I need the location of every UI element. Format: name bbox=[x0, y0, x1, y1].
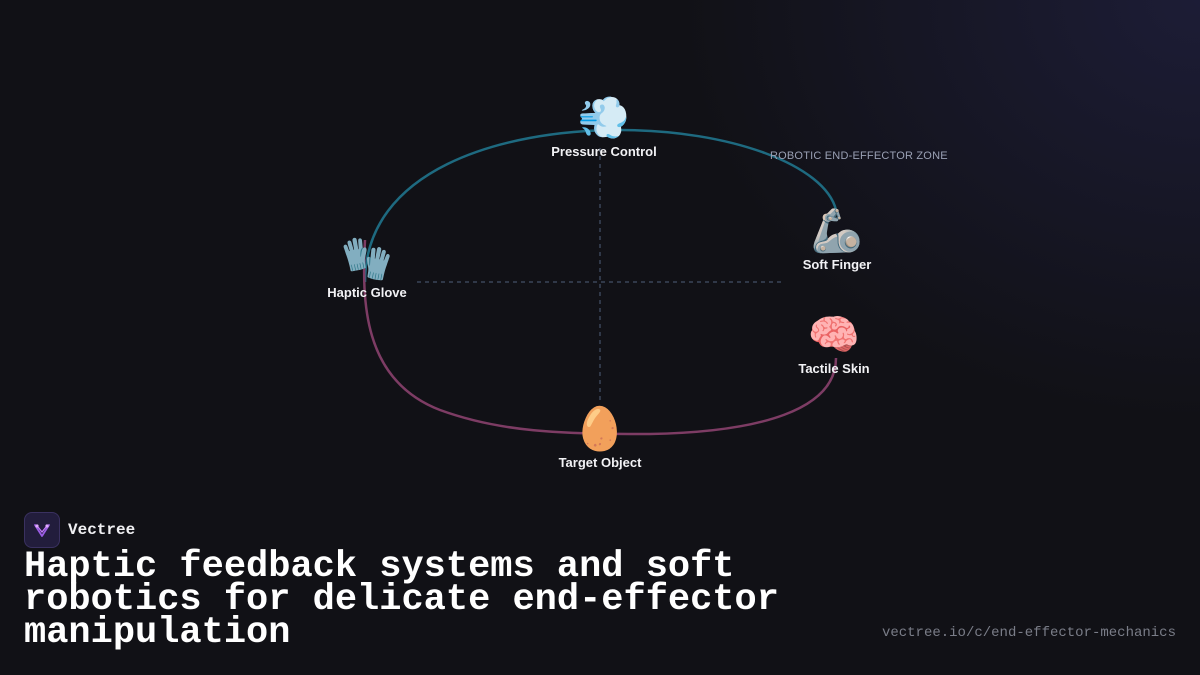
lower-arc bbox=[362, 239, 838, 436]
upper-arc bbox=[363, 128, 838, 283]
vectree-logo-icon bbox=[24, 512, 60, 548]
node-target-object: 🥚 Target Object bbox=[510, 405, 690, 470]
node-tactile-skin: 🧠 Tactile Skin bbox=[744, 311, 924, 376]
node-label: Target Object bbox=[558, 455, 642, 470]
page-title: Haptic feedback systems and soft robotic… bbox=[24, 546, 779, 654]
gloves-icon: 🧤 bbox=[340, 235, 394, 282]
source-url[interactable]: vectree.io/c/end-effector-mechanics bbox=[881, 625, 1176, 641]
egg-icon: 🥚 bbox=[573, 405, 627, 452]
node-label: Soft Finger bbox=[802, 257, 872, 272]
node-label: Haptic Glove bbox=[327, 285, 407, 300]
node-pressure-control: 💨 Pressure Control bbox=[514, 94, 694, 159]
node-haptic-glove: 🧤 Haptic Glove bbox=[277, 235, 457, 300]
brand[interactable]: Vectree bbox=[24, 512, 135, 548]
brand-name: Vectree bbox=[68, 521, 136, 539]
node-label: Pressure Control bbox=[551, 144, 657, 159]
node-soft-finger: 🦾 Soft Finger bbox=[747, 207, 927, 272]
node-label: Tactile Skin bbox=[798, 361, 870, 376]
brain-icon: 🧠 bbox=[807, 311, 861, 358]
wind-icon: 💨 bbox=[577, 94, 631, 141]
mechanical-arm-icon: 🦾 bbox=[810, 207, 864, 254]
zone-label: ROBOTIC END-EFFECTOR ZONE bbox=[770, 150, 948, 162]
